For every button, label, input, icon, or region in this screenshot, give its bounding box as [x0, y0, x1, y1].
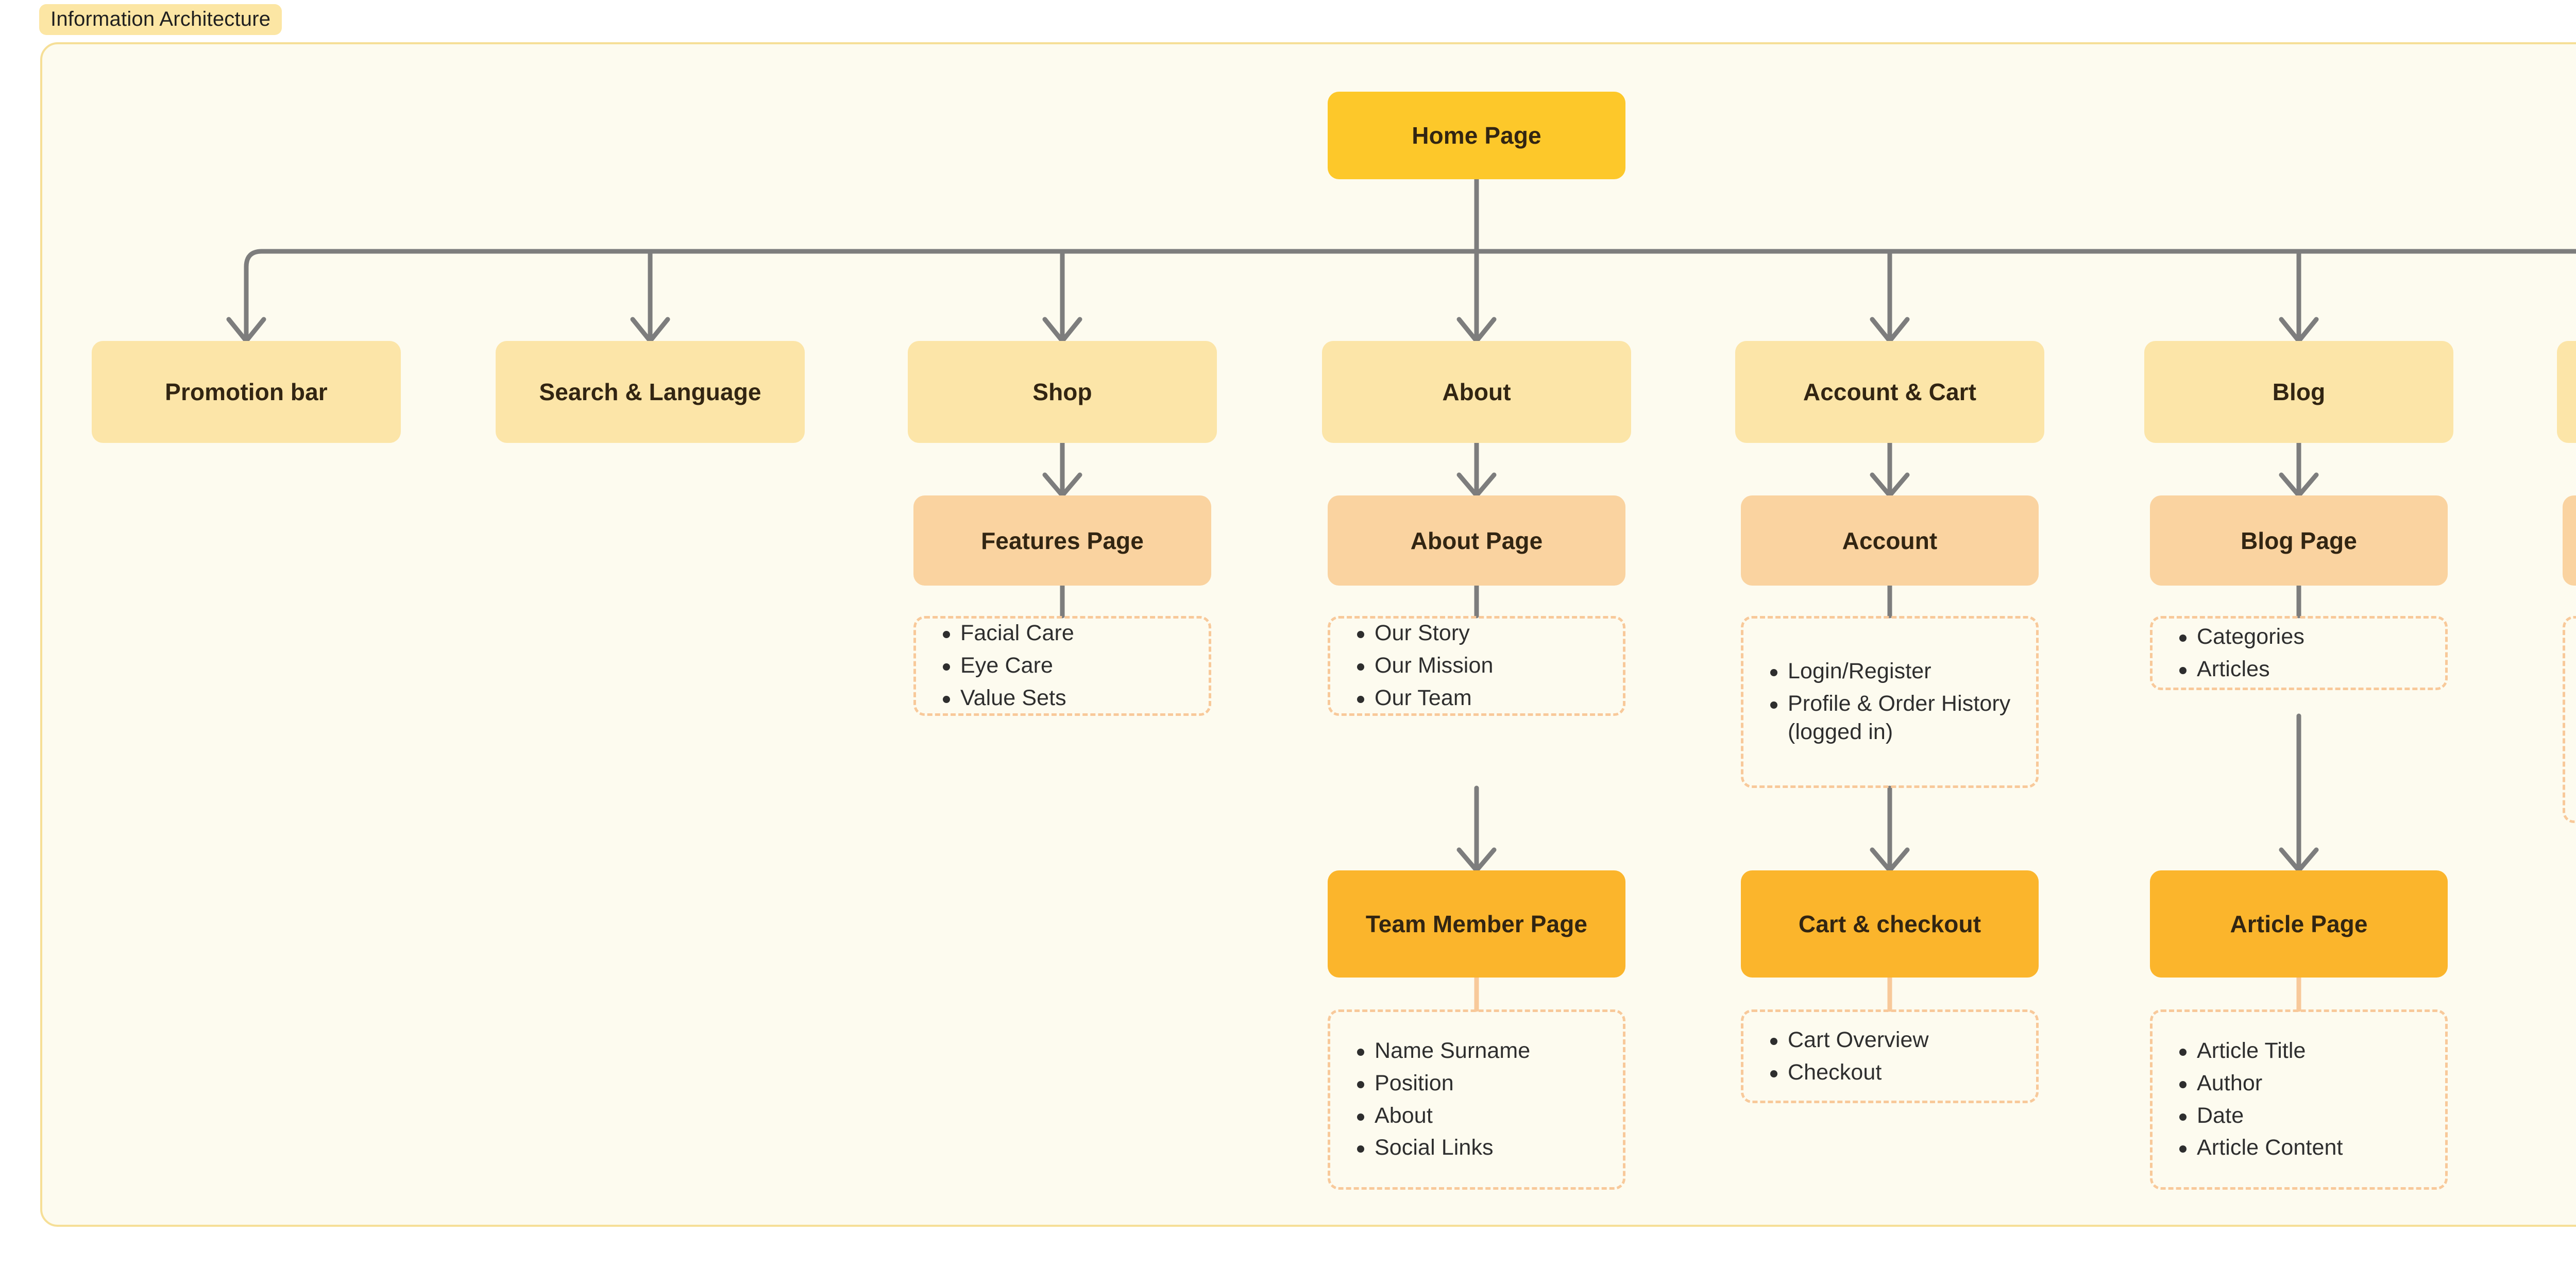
list-item: Date [2179, 1102, 2432, 1130]
node-search-language[interactable]: Search & Language [496, 341, 805, 443]
node-features-page[interactable]: Features Page [913, 495, 1211, 586]
bullet-box-article-page: Article Title Author Date Article Conten… [2150, 1009, 2448, 1190]
bullet-box-blog-page: Categories Articles [2150, 616, 2448, 690]
node-label: Features Page [981, 527, 1144, 554]
list-item: Social Links [1357, 1134, 1609, 1162]
node-contact-cta[interactable]: Contact CTA [2557, 341, 2576, 443]
list-item: Author [2179, 1069, 2432, 1098]
node-label: Cart & checkout [1798, 911, 1981, 937]
diagram-canvas [40, 42, 2576, 1227]
node-blog-page[interactable]: Blog Page [2150, 495, 2448, 586]
bullet-box-features: Facial Care Eye Care Value Sets [913, 616, 1211, 716]
list-item: Our Story [1357, 619, 1609, 648]
node-about[interactable]: About [1322, 341, 1631, 443]
list-item: Checkout [1770, 1058, 2023, 1087]
node-label: Blog [2272, 379, 2326, 405]
node-contact-page[interactable]: Contact Page [2563, 495, 2576, 586]
node-label: Search & Language [539, 379, 761, 405]
node-team-member-page[interactable]: Team Member Page [1328, 870, 1625, 978]
node-label: About [1442, 379, 1511, 405]
list-item: Value Sets [943, 684, 1195, 713]
bullet-list: Name Surname Position About Social Links [1351, 1037, 1609, 1163]
bullet-box-account: Login/Register Profile & Order History (… [1741, 616, 2039, 788]
list-item: Our Team [1357, 684, 1609, 713]
list-item: Our Mission [1357, 652, 1609, 680]
node-label: Account & Cart [1803, 379, 1977, 405]
node-home-page[interactable]: Home Page [1328, 92, 1625, 179]
list-item: Article Content [2179, 1134, 2432, 1162]
node-label: Home Page [1412, 122, 1541, 149]
list-item: Facial Care [943, 619, 1195, 648]
list-item: Article Title [2179, 1037, 2432, 1066]
bullet-box-team-member: Name Surname Position About Social Links [1328, 1009, 1625, 1190]
list-item: Articles [2179, 655, 2432, 684]
list-item: Cart Overview [1770, 1026, 2023, 1055]
list-item: Profile & Order History (logged in) [1770, 690, 2023, 747]
node-cart-checkout[interactable]: Cart & checkout [1741, 870, 2039, 978]
bullet-list: Facial Care Eye Care Value Sets [937, 619, 1195, 713]
bullet-box-cart-checkout: Cart Overview Checkout [1741, 1009, 2039, 1103]
node-label: Shop [1032, 379, 1092, 405]
node-article-page[interactable]: Article Page [2150, 870, 2448, 978]
bullet-box-contact-page: Contact Form Phone Email Location Social… [2563, 616, 2576, 823]
node-account[interactable]: Account [1741, 495, 2039, 586]
bullet-list: Article Title Author Date Article Conten… [2173, 1037, 2432, 1163]
node-account-cart[interactable]: Account & Cart [1735, 341, 2044, 443]
node-label: Promotion bar [165, 379, 328, 405]
node-label: About Page [1410, 527, 1543, 554]
list-item: Categories [2179, 623, 2432, 652]
node-label: Team Member Page [1365, 911, 1588, 937]
node-label: Article Page [2230, 911, 2368, 937]
list-item: Name Surname [1357, 1037, 1609, 1066]
list-item: About [1357, 1102, 1609, 1130]
bullet-list: Login/Register Profile & Order History (… [1764, 657, 2023, 747]
node-label: Account [1842, 527, 1938, 554]
list-item: Login/Register [1770, 657, 2023, 686]
diagram-title-chip: Information Architecture [39, 4, 282, 35]
node-blog[interactable]: Blog [2144, 341, 2453, 443]
bullet-box-about-page: Our Story Our Mission Our Team [1328, 616, 1625, 716]
node-label: Blog Page [2241, 527, 2357, 554]
bullet-list: Categories Articles [2173, 623, 2432, 684]
list-item: Eye Care [943, 652, 1195, 680]
node-about-page[interactable]: About Page [1328, 495, 1625, 586]
bullet-list: Cart Overview Checkout [1764, 1026, 2023, 1087]
list-item: Position [1357, 1069, 1609, 1098]
node-shop[interactable]: Shop [908, 341, 1217, 443]
bullet-list: Our Story Our Mission Our Team [1351, 619, 1609, 713]
node-promotion-bar[interactable]: Promotion bar [92, 341, 401, 443]
